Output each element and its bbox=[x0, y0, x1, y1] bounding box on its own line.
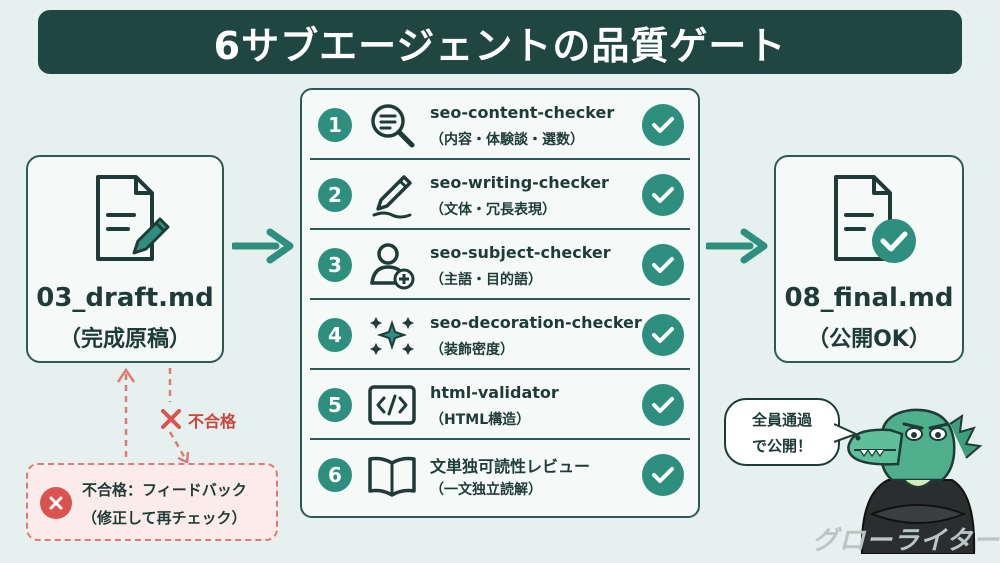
fail-x-icon bbox=[161, 409, 181, 429]
checker-desc: （内容・体験談・選数） bbox=[430, 132, 584, 148]
draft-card[interactable]: 03_draft.md （完成原稿） bbox=[26, 155, 224, 363]
person-target-icon bbox=[370, 243, 415, 290]
checker-name: seo-subject-checker bbox=[430, 243, 611, 262]
final-filename: 08_final.md bbox=[784, 283, 954, 313]
row-divider bbox=[310, 228, 690, 230]
check-icon bbox=[642, 314, 684, 356]
row-divider bbox=[310, 438, 690, 440]
page-title: 6サブエージェントの品質ゲート bbox=[213, 23, 787, 68]
document-edit-icon bbox=[96, 175, 170, 261]
sparkle-icon bbox=[370, 317, 414, 355]
document-check-icon bbox=[834, 175, 916, 263]
row-divider bbox=[310, 158, 690, 160]
checker-desc: （装飾密度） bbox=[430, 342, 514, 358]
step-number: 1 bbox=[318, 108, 352, 142]
feedback-arrows bbox=[116, 367, 190, 464]
draft-label: （完成原稿） bbox=[58, 327, 191, 352]
step-number: 5 bbox=[318, 388, 352, 422]
checker-name: html-validator bbox=[430, 383, 559, 402]
search-document-icon bbox=[371, 104, 415, 148]
check-icon bbox=[642, 244, 684, 286]
code-icon bbox=[368, 385, 416, 425]
open-book-icon bbox=[368, 456, 416, 497]
row-divider bbox=[310, 368, 690, 370]
checker-row[interactable]: 5 html-validator （HTML構造） bbox=[312, 370, 688, 440]
step-number: 4 bbox=[318, 318, 352, 352]
checker-panel: 1 seo-content-checker （内容・体験談・選数） 2 seo-… bbox=[300, 88, 700, 518]
checker-desc: （一文独立読解） bbox=[430, 482, 542, 498]
bubble-line2: で公開！ bbox=[751, 437, 812, 455]
check-icon bbox=[642, 104, 684, 146]
checker-row[interactable]: 4 seo-decoration-checker （装飾密度） bbox=[312, 300, 688, 370]
final-card[interactable]: 08_final.md （公開OK） bbox=[774, 155, 964, 363]
feedback-subtitle: （修正して再チェック） bbox=[82, 509, 247, 527]
checker-desc: （HTML構造） bbox=[430, 412, 531, 428]
step-number: 6 bbox=[318, 458, 352, 492]
checker-name: seo-content-checker bbox=[430, 103, 615, 122]
feedback-title: 不合格：フィードバック bbox=[82, 481, 247, 499]
row-divider bbox=[310, 298, 690, 300]
checker-row[interactable]: 3 seo-subject-checker （主語・目的語） bbox=[312, 230, 688, 300]
checker-name: 文単独可読性レビュー bbox=[430, 457, 591, 476]
step-number: 2 bbox=[318, 178, 352, 212]
bubble-line1: 全員通過 bbox=[751, 411, 812, 429]
fail-label: 不合格 bbox=[188, 412, 237, 431]
checker-name: seo-writing-checker bbox=[430, 173, 609, 192]
final-label: （公開OK） bbox=[807, 327, 931, 352]
arrow-right-icon bbox=[232, 228, 294, 264]
pen-icon bbox=[372, 175, 412, 219]
checker-row[interactable]: 2 seo-writing-checker （文体・冗長表現） bbox=[312, 160, 688, 230]
checker-row[interactable]: 1 seo-content-checker （内容・体験談・選数） bbox=[312, 90, 688, 160]
crocodile-mascot-icon bbox=[847, 408, 983, 554]
arrow-right-icon bbox=[706, 228, 768, 264]
feedback-box[interactable]: 不合格：フィードバック （修正して再チェック） bbox=[26, 463, 278, 541]
brand-watermark: グローライター bbox=[812, 526, 1000, 556]
checker-name: seo-decoration-checker bbox=[430, 313, 642, 332]
title-banner: 6サブエージェントの品質ゲート bbox=[38, 10, 962, 74]
check-icon bbox=[642, 174, 684, 216]
checker-desc: （主語・目的語） bbox=[430, 272, 542, 288]
close-circle-icon bbox=[40, 487, 72, 519]
draft-filename: 03_draft.md bbox=[36, 283, 214, 313]
checker-row[interactable]: 6 文単独可読性レビュー （一文独立読解） bbox=[312, 440, 688, 510]
check-icon bbox=[642, 454, 684, 496]
step-number: 3 bbox=[318, 248, 352, 282]
check-icon bbox=[642, 384, 684, 426]
speech-bubble: 全員通過 で公開！ bbox=[724, 398, 840, 466]
checker-desc: （文体・冗長表現） bbox=[430, 202, 556, 218]
